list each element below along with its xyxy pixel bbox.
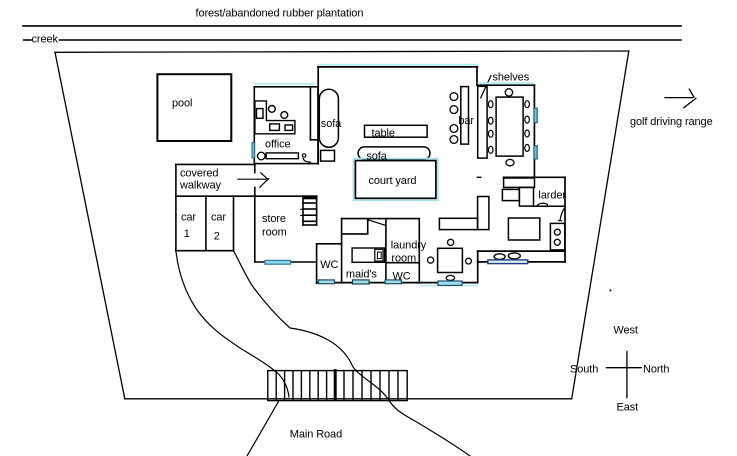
- svg-text:walkway: walkway: [179, 179, 221, 191]
- svg-text:car: car: [181, 211, 196, 223]
- svg-text:room: room: [262, 226, 287, 238]
- svg-text:office: office: [265, 139, 291, 151]
- svg-text:West: West: [613, 325, 638, 337]
- svg-text:bar: bar: [458, 115, 474, 127]
- svg-text:East: East: [617, 401, 639, 413]
- svg-text:WC: WC: [320, 259, 338, 271]
- svg-text:1: 1: [184, 228, 190, 240]
- svg-text:South: South: [570, 363, 598, 375]
- svg-text:golf driving range: golf driving range: [630, 116, 713, 128]
- svg-text:sofa: sofa: [321, 118, 342, 130]
- svg-text:covered: covered: [180, 168, 218, 180]
- svg-text:2: 2: [214, 230, 220, 242]
- svg-text:pool: pool: [172, 98, 192, 110]
- svg-text:court yard: court yard: [369, 175, 417, 187]
- svg-text:shelves: shelves: [493, 72, 530, 84]
- svg-text:maid's: maid's: [346, 269, 377, 281]
- svg-text:WC: WC: [393, 270, 411, 282]
- svg-text:North: North: [643, 363, 669, 375]
- svg-text:car: car: [211, 211, 226, 223]
- svg-text:laundry: laundry: [391, 240, 427, 252]
- svg-text:Main Road: Main Road: [290, 428, 342, 440]
- svg-text:sofa: sofa: [366, 150, 387, 162]
- svg-text:forest/abandoned rubber planta: forest/abandoned rubber plantation: [196, 7, 364, 19]
- svg-text:room: room: [391, 253, 416, 265]
- svg-text:larder: larder: [538, 189, 566, 201]
- svg-text:store: store: [262, 213, 286, 225]
- svg-text:creek: creek: [32, 33, 59, 45]
- svg-text:table: table: [372, 128, 395, 140]
